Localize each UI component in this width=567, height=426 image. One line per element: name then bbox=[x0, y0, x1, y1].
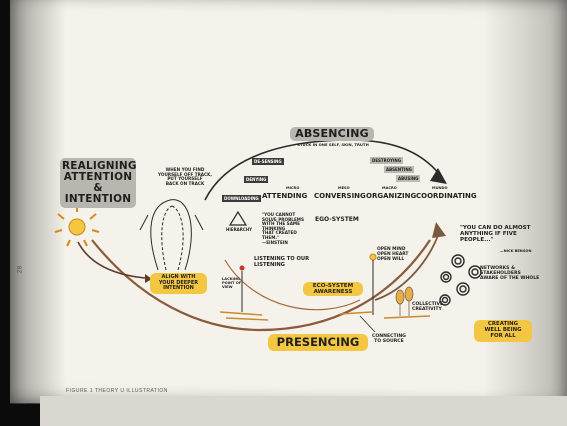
u-curve bbox=[91, 239, 431, 332]
level-meso-text: CONVERSING bbox=[314, 192, 366, 200]
creating-box: CREATING WELL BEING for ALL bbox=[474, 320, 532, 342]
align-box: ALIGN WITH YOUR DEEPER INTENTION bbox=[150, 273, 207, 294]
sun-arrowhead bbox=[145, 274, 152, 283]
presencing-link bbox=[359, 315, 376, 333]
ego-system-label: EGO-SYSTEM bbox=[315, 216, 359, 223]
absencing-arrowhead bbox=[430, 168, 447, 184]
off-track-note: WHEN YOU FIND YOURSELF OFF TRACK, PUT YO… bbox=[158, 167, 212, 186]
right-arrow bbox=[374, 229, 441, 301]
sun-icon bbox=[54, 205, 100, 247]
level-macro-label: MACRO bbox=[382, 186, 397, 190]
level-meso-label: MESO bbox=[338, 186, 350, 190]
absencing-title: ABSENCING bbox=[290, 127, 374, 141]
open-mind-label: OPEN MIND OPEN HEART OPEN WILL bbox=[377, 247, 409, 262]
networks-label: NETWORKS & STAKEHOLDERS AWARE of the WHO… bbox=[480, 266, 540, 282]
left-tag-0: DE-SENSING bbox=[252, 158, 284, 165]
collective-tree-icon bbox=[395, 286, 414, 316]
level-micro-label: MICRO bbox=[286, 186, 300, 190]
networks-icon bbox=[439, 254, 482, 306]
lacking-view-label: LACKING POINT of VIEW bbox=[222, 277, 242, 289]
lower-page-edge bbox=[40, 396, 567, 426]
sun-arrow bbox=[77, 241, 146, 279]
level-micro-text: ATTENDING bbox=[262, 192, 308, 200]
figure-caption: FIGURE 1 THEORY U ILLUSTRATION bbox=[66, 388, 168, 394]
connecting-label: CONNECTING to SOURCE bbox=[372, 334, 406, 345]
absencing-subtitle: STUCK IN ONE SELF, SKIN, TRUTH bbox=[297, 142, 369, 147]
right-arrowhead bbox=[432, 222, 446, 238]
left-tag-1: DENYING bbox=[244, 176, 269, 183]
benson-quote: "YOU CAN DO ALMOST ANYTHING IF FIVE PEOP… bbox=[460, 225, 531, 244]
realigning-title: REALIGNING ATTENTION & INTENTION bbox=[60, 158, 137, 209]
right-tag-2: ABUSING bbox=[396, 175, 421, 182]
eco-system-box: ECO-SYSTEM AWARENESS bbox=[303, 282, 363, 297]
left-tag-2: DOWNLOADING bbox=[222, 195, 261, 202]
hierarchy-label: HIERARCHY bbox=[226, 227, 253, 232]
ground-strokes bbox=[219, 311, 431, 321]
einstein-quote: "YOU CANNOT SOLVE PROBLEMS WITH THE SAME… bbox=[262, 212, 304, 245]
right-tag-0: DESTROYING bbox=[370, 157, 404, 164]
listening-label: LISTENING TO OUR LISTENING bbox=[254, 256, 310, 268]
right-tag-1: ABSENTING bbox=[384, 166, 414, 173]
hierarchy-icon bbox=[228, 210, 248, 226]
presencing-title: PRESENCING bbox=[268, 334, 368, 351]
person-icon bbox=[239, 265, 245, 312]
off-track-loop bbox=[139, 199, 204, 271]
collective-label: COLLECTIVE CREATIVITY bbox=[412, 302, 444, 313]
level-macro-text: ORGANIZING bbox=[366, 192, 417, 200]
open-mind-icon bbox=[369, 253, 377, 315]
level-mundo-label: MUNDO bbox=[432, 186, 448, 190]
level-mundo-text: COORDINATING bbox=[416, 192, 477, 200]
benson-attribution: —NICK BENSON bbox=[500, 249, 532, 253]
u-curve-inner bbox=[224, 259, 361, 311]
